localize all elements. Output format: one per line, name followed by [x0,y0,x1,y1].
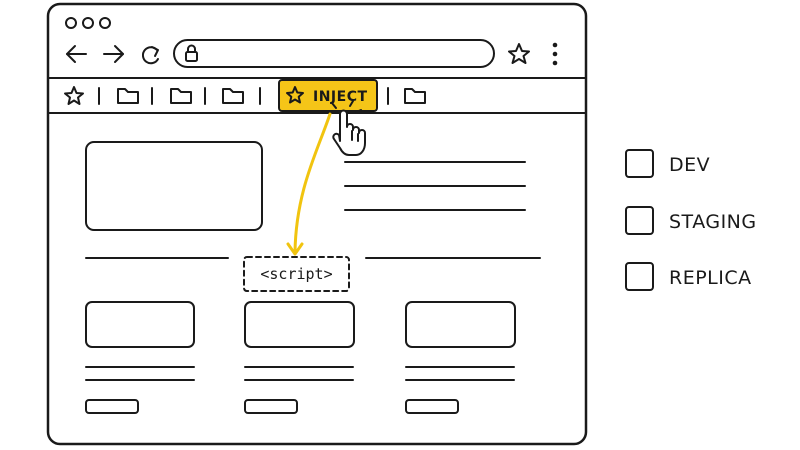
hero-image-placeholder [85,141,263,231]
bookmarks-star-icon[interactable] [64,86,84,105]
kebab-menu-icon[interactable] [552,42,558,66]
reload-icon[interactable] [141,46,159,65]
script-tag-element: <script> [243,256,350,292]
hand-pointer-icon [331,100,366,156]
env-label-dev: DEV [669,154,710,176]
injection-arrow [286,112,332,256]
arrow-left-icon[interactable] [66,45,87,63]
address-bar[interactable] [173,39,495,68]
folder-icon[interactable] [117,88,139,104]
env-option-staging[interactable]: STAGING [625,206,757,235]
folder-icon[interactable] [404,88,426,104]
folder-icon[interactable] [222,88,244,104]
env-label-staging: STAGING [669,211,757,233]
checkbox-replica[interactable] [625,262,654,291]
inject-label: INJECT [313,89,368,105]
inject-bookmarklet-button[interactable]: INJECT [278,79,378,112]
environment-options: DEV STAGING REPLICA [625,149,757,291]
star-icon[interactable] [508,43,530,64]
browser-frame [46,2,588,446]
env-option-dev[interactable]: DEV [625,149,710,178]
checkbox-staging[interactable] [625,206,654,235]
script-tag-label: <script> [260,265,332,283]
folder-icon[interactable] [170,88,192,104]
content-card [405,301,516,414]
three-dots-icon[interactable] [65,17,111,29]
checkbox-dev[interactable] [625,149,654,178]
env-option-replica[interactable]: REPLICA [625,262,752,291]
content-card [85,301,195,414]
env-label-replica: REPLICA [669,267,752,289]
lock-icon [185,44,198,62]
arrow-right-icon[interactable] [103,45,124,63]
content-card [244,301,355,414]
inject-star-icon [286,86,304,104]
browser-window: INJECT <script> [46,2,588,446]
